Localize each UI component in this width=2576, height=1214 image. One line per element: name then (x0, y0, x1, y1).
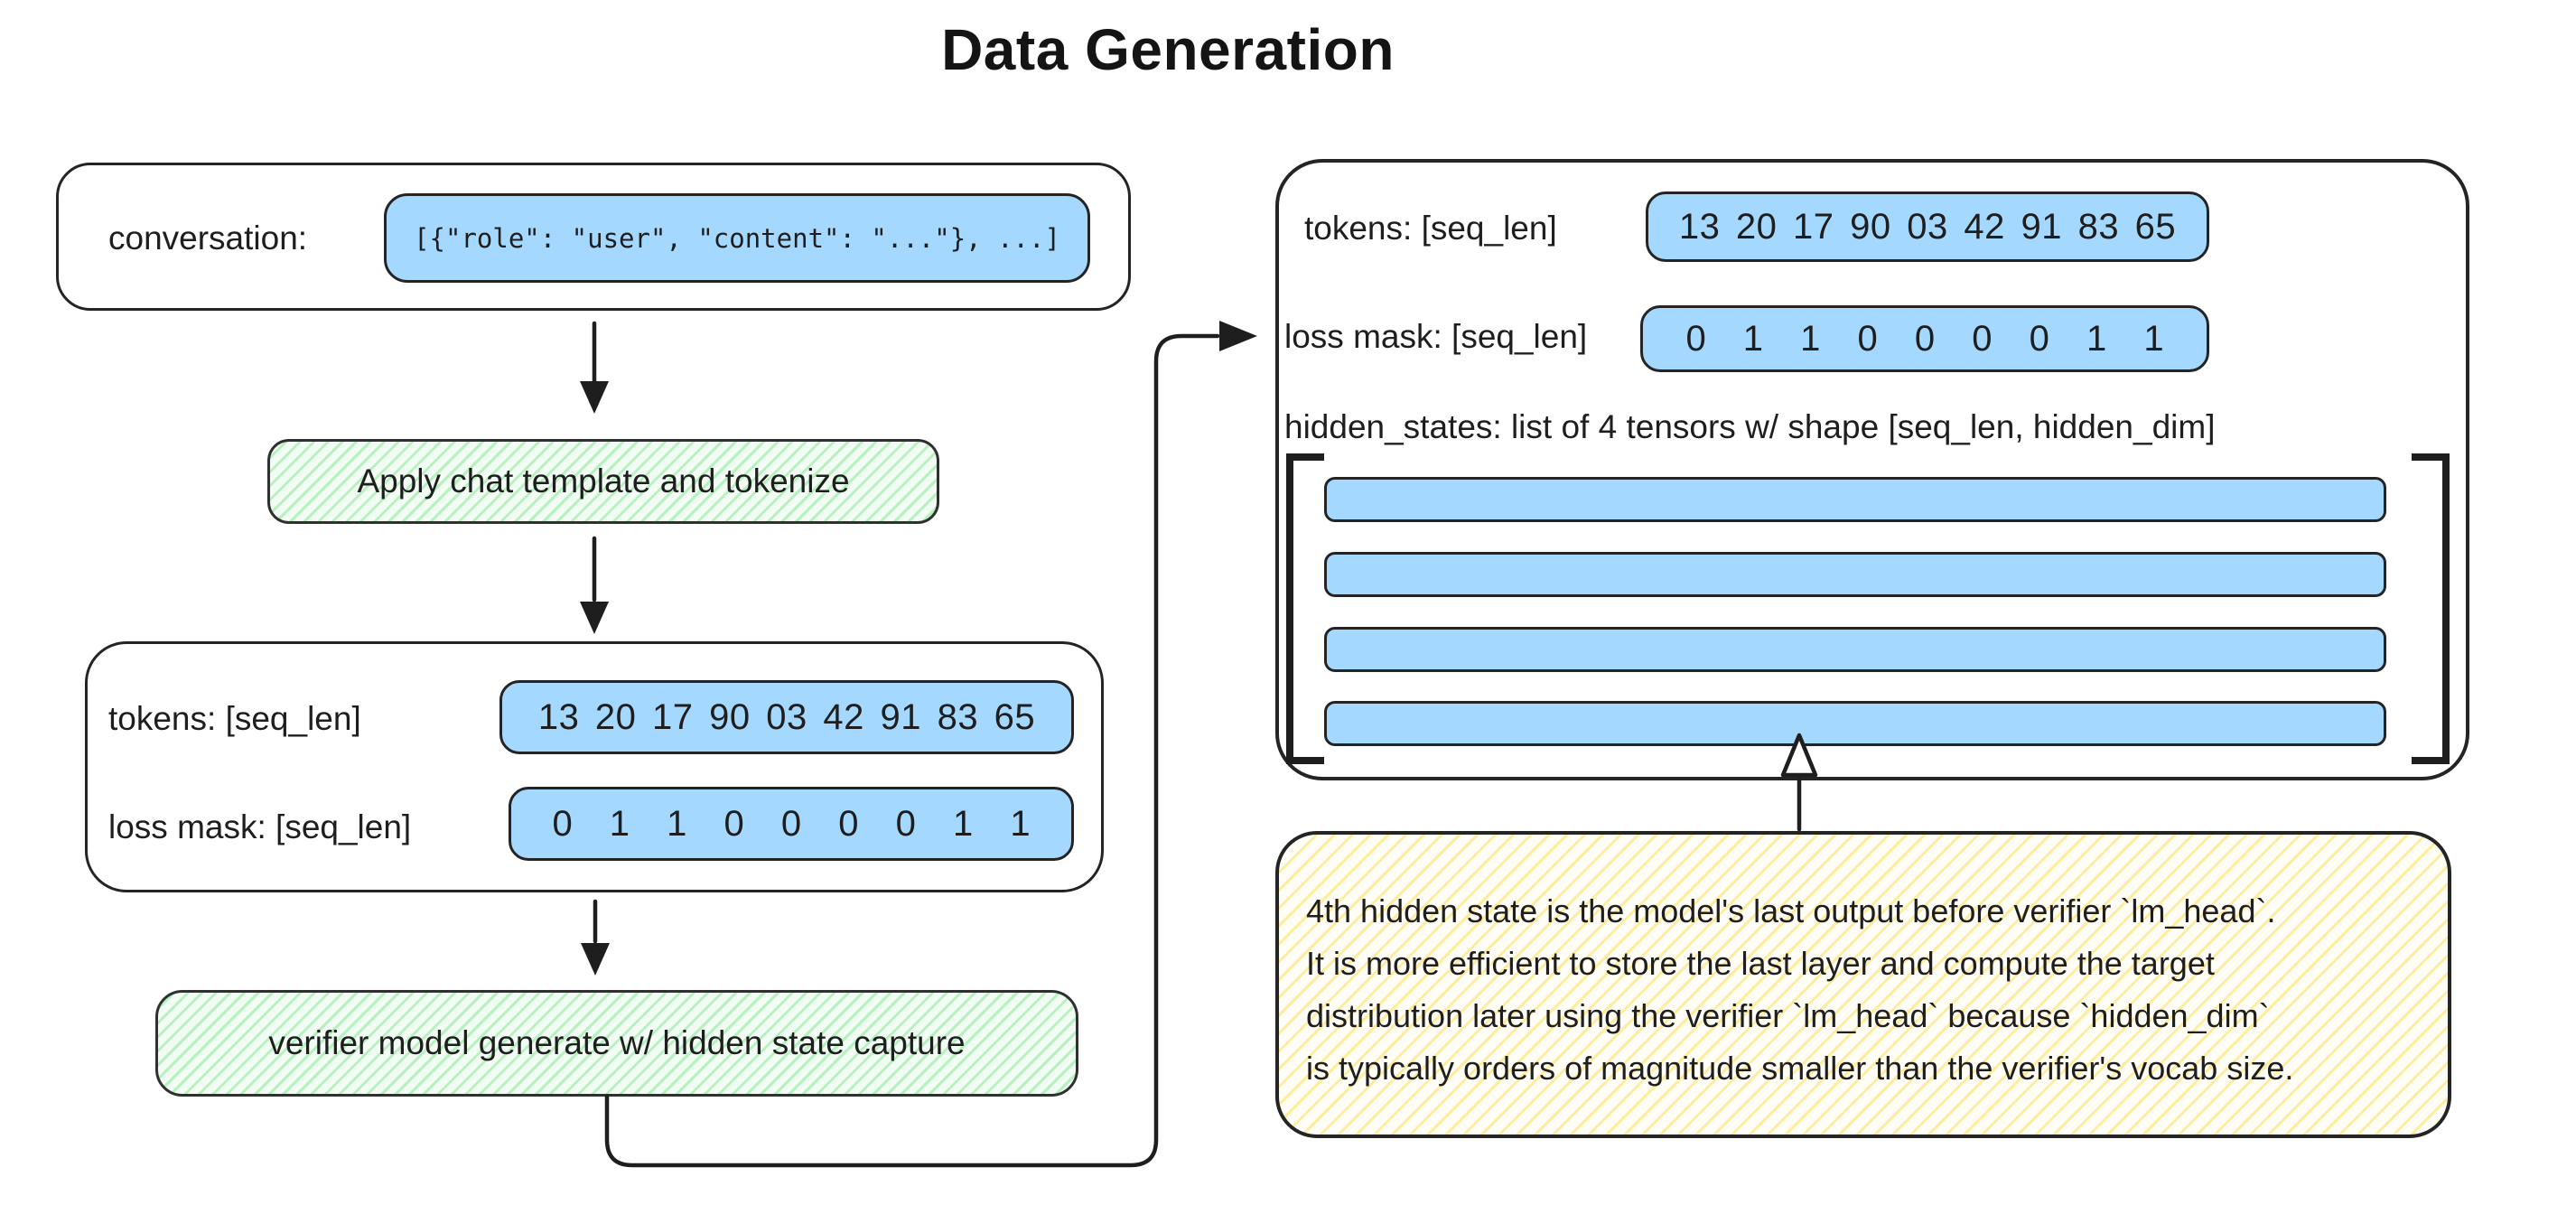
hidden-state-tensor-bar-1 (1324, 477, 2386, 522)
loss-mask-values-pill: 0 1 1 0 0 0 0 1 1 (509, 787, 1074, 861)
tokens-values-pill: 13 20 17 90 03 42 91 83 65 (499, 680, 1074, 754)
hidden-state-tensor-bar-2 (1324, 552, 2386, 597)
hidden-state-tensor-bar-4 (1324, 701, 2386, 746)
conversation-value-pill: [{"role": "user", "content": "..."}, ...… (384, 193, 1090, 283)
note-text: 4th hidden state is the model's last out… (1306, 885, 2446, 1095)
step-apply-chat-template: Apply chat template and tokenize (267, 439, 939, 524)
arrowhead-down-1 (580, 381, 609, 414)
output-loss-mask-values-pill: 0 1 1 0 0 0 0 1 1 (1640, 305, 2209, 372)
hidden-states-label: hidden_states: list of 4 tensors w/ shap… (1284, 408, 2216, 445)
note-line: distribution later using the verifier `l… (1306, 997, 2270, 1034)
note-line: It is more efficient to store the last l… (1306, 945, 2215, 982)
conversation-label: conversation: (108, 219, 308, 257)
output-loss-mask-label: loss mask: [seq_len] (1284, 318, 1588, 355)
hidden-states-open-bracket (1286, 453, 1324, 764)
loss-mask-label: loss mask: [seq_len] (108, 808, 412, 845)
tokenized-output-box: tokens: [seq_len] 13 20 17 90 03 42 91 8… (85, 641, 1104, 892)
hidden-states-close-bracket (2412, 453, 2450, 764)
hidden-state-tensor-bar-3 (1324, 627, 2386, 672)
note-line: is typically orders of magnitude smaller… (1306, 1050, 2294, 1087)
output-tokens-values-pill: 13 20 17 90 03 42 91 83 65 (1646, 191, 2209, 262)
step-apply-chat-template-label: Apply chat template and tokenize (357, 462, 850, 500)
note-line: 4th hidden state is the model's last out… (1306, 892, 2276, 929)
step-verifier-generate: verifier model generate w/ hidden state … (155, 990, 1078, 1097)
arrowhead-down-3 (581, 943, 610, 976)
note-box: 4th hidden state is the model's last out… (1275, 831, 2451, 1138)
output-tokens-label: tokens: [seq_len] (1304, 210, 1557, 247)
generation-output-panel: tokens: [seq_len] 13 20 17 90 03 42 91 8… (1275, 159, 2469, 780)
arrowhead-right-into-panel (1219, 321, 1257, 351)
tokens-label: tokens: [seq_len] (108, 700, 361, 737)
diagram-title: Data Generation (941, 17, 1395, 82)
conversation-box: conversation: [{"role": "user", "content… (56, 163, 1131, 311)
step-verifier-generate-label: verifier model generate w/ hidden state … (268, 1024, 966, 1061)
arrowhead-down-2 (580, 602, 609, 634)
conversation-json-snippet: [{"role": "user", "content": "..."}, ...… (414, 222, 1060, 254)
